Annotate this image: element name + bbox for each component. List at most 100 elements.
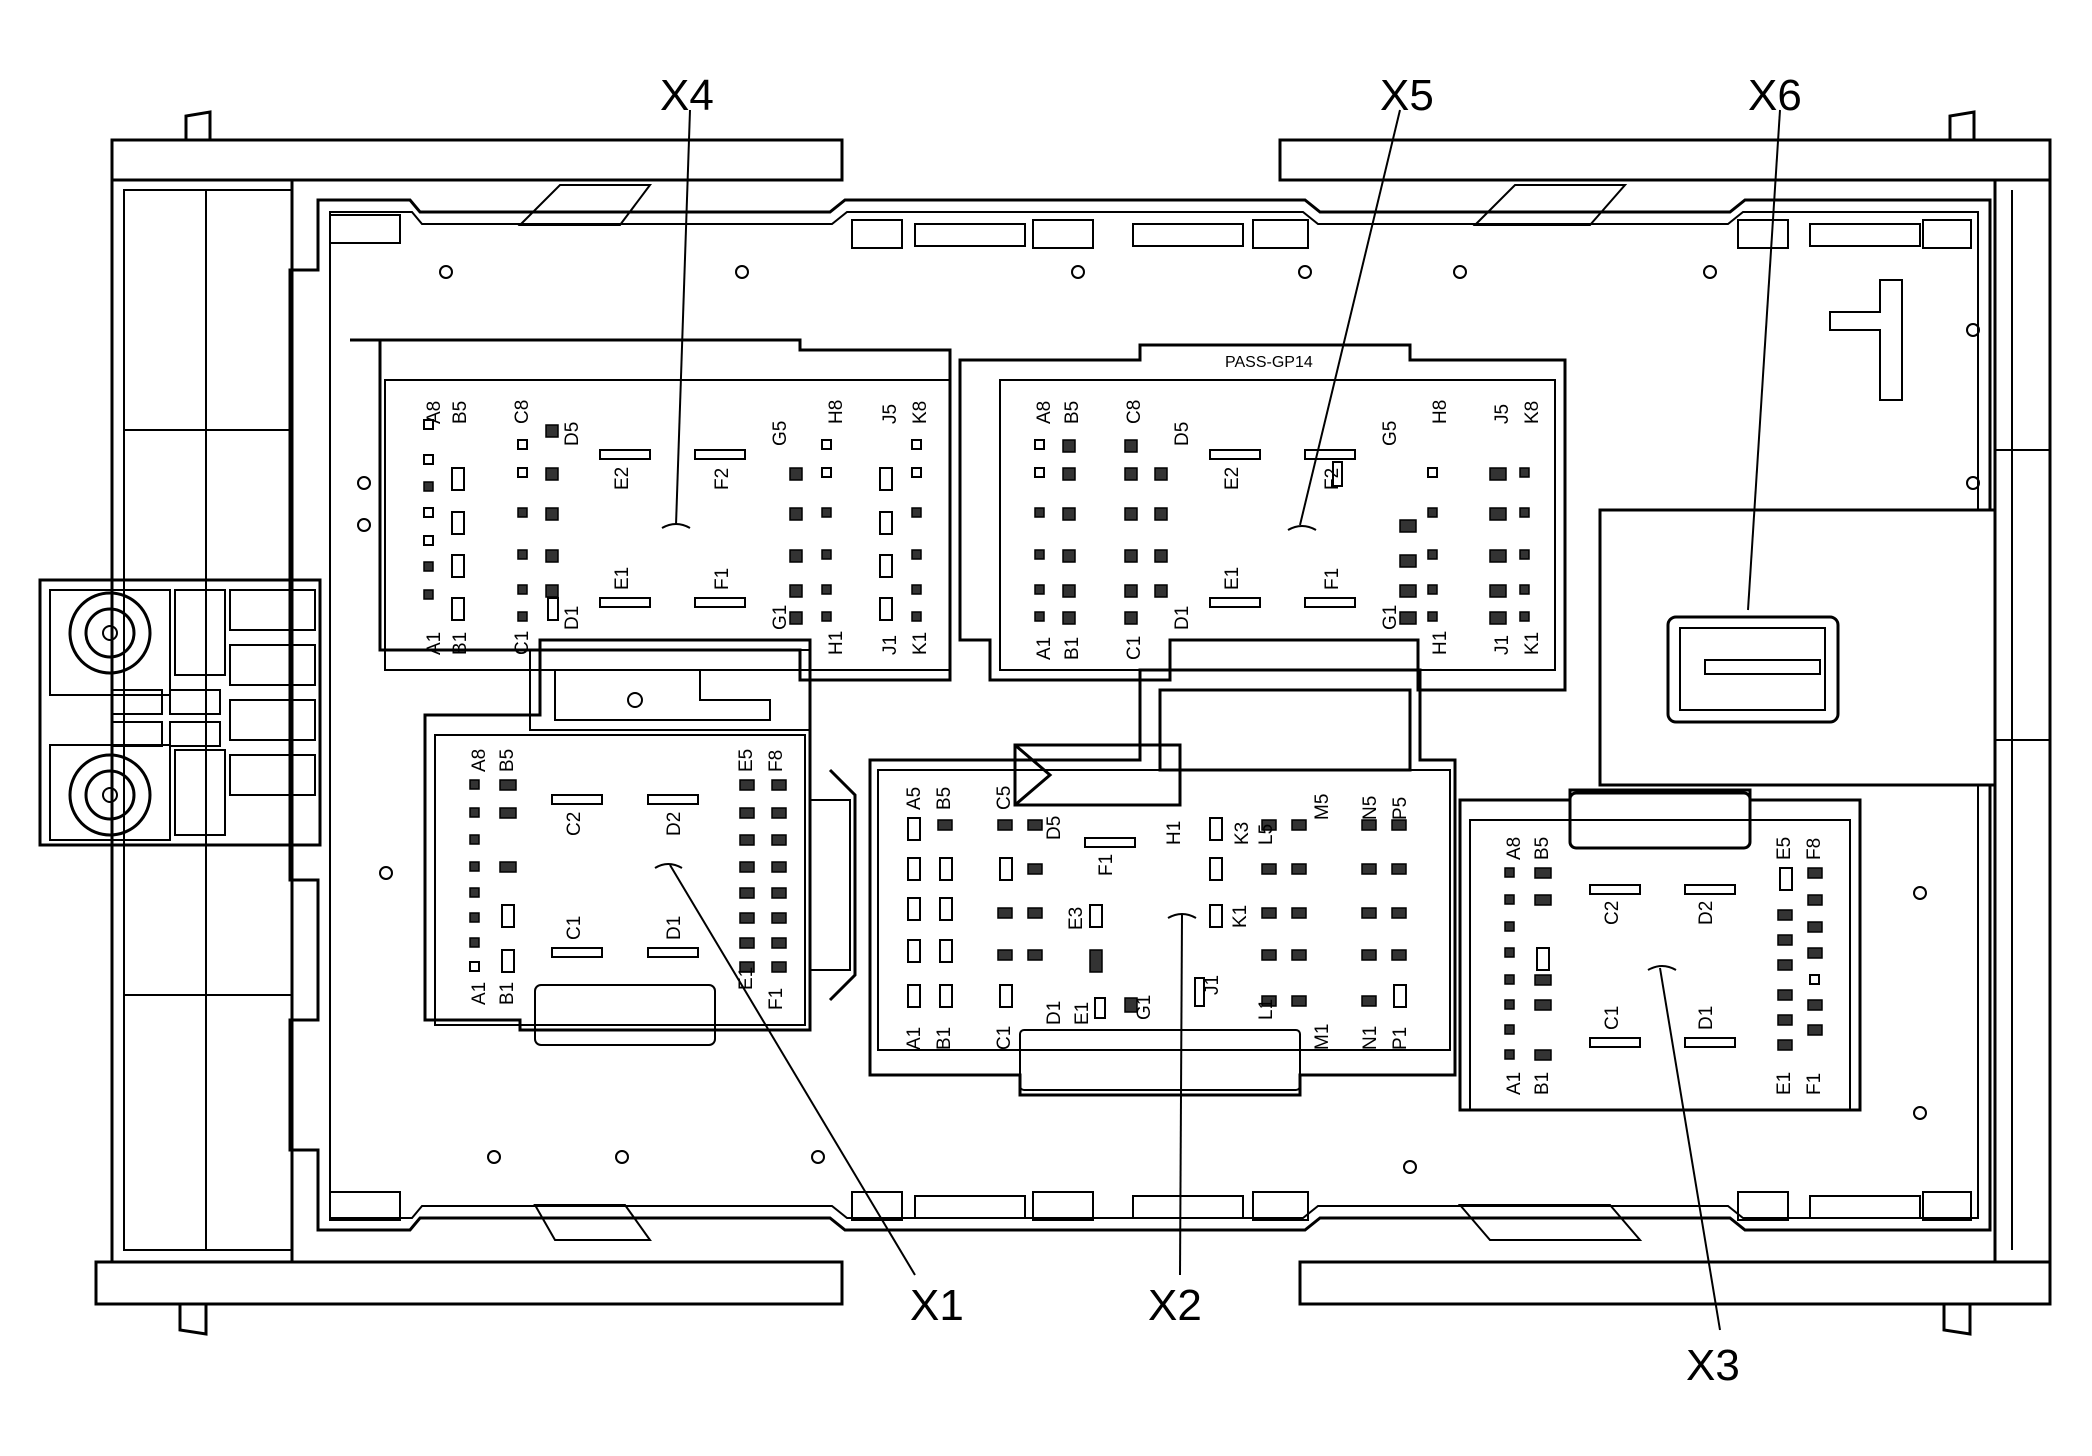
- x1-pin-b5: B5: [497, 749, 518, 772]
- x3-pin-c2: C2: [1602, 901, 1623, 925]
- x2-pin-k3: K3: [1232, 822, 1253, 845]
- callout-x2: X2: [1148, 1281, 1202, 1330]
- x1-pin-c1: C1: [564, 916, 585, 940]
- x5-pin-c1: C1: [1124, 636, 1145, 660]
- x3-pin-b5: B5: [1532, 837, 1553, 860]
- x2-pin-m5: M5: [1312, 794, 1333, 820]
- x1-pin-b1: B1: [497, 982, 518, 1005]
- main-plate: [288, 184, 1997, 1241]
- x5-pin-k8: K8: [1522, 401, 1543, 424]
- callout-x1: X1: [910, 1281, 964, 1330]
- connector-x5: A8 B5 C8 D5 E2 F2 G5 H8 J5 K8 A1 B1 C1 D…: [958, 343, 1567, 692]
- x3-pin-e1: E1: [1774, 1072, 1795, 1095]
- x4-pin-g1: G1: [770, 605, 791, 630]
- x1-pin-a1: A1: [469, 982, 490, 1005]
- block-housing: [94, 110, 2052, 1336]
- x3-pin-f8: F8: [1804, 838, 1825, 860]
- x4-pin-h1: H1: [826, 631, 847, 655]
- x2-pin-e3: E3: [1066, 907, 1087, 930]
- x4-pin-e2: E2: [612, 467, 633, 490]
- x4-pin-c1: C1: [512, 631, 533, 655]
- callout-x6: X6: [1748, 71, 1802, 120]
- x2-pin-g1: G1: [1134, 995, 1155, 1020]
- x3-pin-e5: E5: [1774, 837, 1795, 860]
- x5-pin-f1: F1: [1322, 568, 1343, 590]
- x5-pin-g5: G5: [1380, 421, 1401, 446]
- x2-pin-l1: L1: [1256, 999, 1277, 1020]
- x2-pin-n1: N1: [1360, 1026, 1381, 1050]
- x4-pin-a1: A1: [424, 632, 445, 655]
- x2-terminals: [907, 817, 1407, 1019]
- x4-pin-labels: A8 B5 C8 D5 E2 F2 G5 H8 J5 K8 A1 B1 C1 D…: [424, 400, 931, 655]
- x5-pin-f2: F2: [1322, 468, 1343, 490]
- x3-pin-d2: D2: [1696, 901, 1717, 925]
- x2-pin-b1: B1: [934, 1027, 955, 1050]
- x2-pin-f1: F1: [1096, 854, 1117, 876]
- x5-pin-d5: D5: [1172, 422, 1193, 446]
- x3-pin-a8: A8: [1504, 837, 1525, 860]
- x2-pin-c5: C5: [994, 786, 1015, 810]
- x4-pin-j5: J5: [880, 404, 901, 424]
- callouts: X4 X5 X6 X1 X2 X3: [660, 71, 1802, 1390]
- x5-pin-j5: J5: [1492, 404, 1513, 424]
- connector-x4: A8 B5 C8 D5 E2 F2 G5 H8 J5 K8 A1 B1 C1 D…: [350, 338, 952, 682]
- callout-x3: X3: [1686, 1341, 1740, 1390]
- x4-pin-h8: H8: [826, 400, 847, 424]
- x3-pin-d1: D1: [1696, 1006, 1717, 1030]
- x1-terminals: [469, 779, 787, 973]
- x2-pin-d5: D5: [1044, 816, 1065, 840]
- x1-pin-f8: F8: [766, 750, 787, 772]
- x4-pin-d1: D1: [562, 606, 583, 630]
- x2-pin-labels: A5 B5 C5 D5 H1 K3 L5 M5 N5 P5 F1 E3 K1 J…: [904, 786, 1411, 1050]
- x2-pin-j1: J1: [1202, 975, 1223, 995]
- x5-pin-k1: K1: [1522, 632, 1543, 655]
- x4-pin-a8: A8: [424, 401, 445, 424]
- x1-pin-c2: C2: [564, 812, 585, 836]
- x2-pin-l5: L5: [1256, 824, 1277, 845]
- x3-pin-c1: C1: [1602, 1006, 1623, 1030]
- x5-pin-d1: D1: [1172, 606, 1193, 630]
- x2-pin-n5: N5: [1360, 796, 1381, 820]
- x2-pin-e1: E1: [1072, 1002, 1093, 1025]
- x1-pin-d1: D1: [664, 916, 685, 940]
- x2-pin-p5: P5: [1390, 797, 1411, 820]
- x4-pin-j1: J1: [880, 635, 901, 655]
- x1-pin-a8: A8: [469, 749, 490, 772]
- x2-pin-d1: D1: [1044, 1001, 1065, 1025]
- x5-pin-c8: C8: [1124, 400, 1145, 424]
- x2-pin-h1: H1: [1164, 821, 1185, 845]
- x5-pin-b1: B1: [1062, 637, 1083, 660]
- x5-pin-h1: H1: [1430, 631, 1451, 655]
- x4-pin-f2: F2: [712, 468, 733, 490]
- x2-pin-m1: M1: [1312, 1024, 1333, 1050]
- leader-lines: [669, 109, 1781, 1331]
- x5-pin-g1: G1: [1380, 605, 1401, 630]
- x4-pin-b5: B5: [450, 401, 471, 424]
- x2-pin-c1: C1: [994, 1026, 1015, 1050]
- x3-terminals: [1504, 867, 1823, 1061]
- x2-pin-a5: A5: [904, 787, 925, 810]
- x5-pin-j1: J1: [1492, 635, 1513, 655]
- x2-pin-a1: A1: [904, 1027, 925, 1050]
- callout-x4: X4: [660, 71, 714, 120]
- x4-pin-k8: K8: [910, 401, 931, 424]
- x3-pin-f1: F1: [1804, 1073, 1825, 1095]
- x1-pin-f1: F1: [766, 988, 787, 1010]
- x4-pin-d5: D5: [562, 422, 583, 446]
- connector-x3: A8 B5 C2 D2 E5 F8 A1 B1 C1 D1 E1 F1: [1458, 788, 1862, 1112]
- x4-pin-b1: B1: [450, 632, 471, 655]
- x4-pin-k1: K1: [910, 632, 931, 655]
- x1-pin-e1: E1: [736, 967, 757, 990]
- x4-pin-c8: C8: [512, 400, 533, 424]
- x5-pin-a1: A1: [1034, 637, 1055, 660]
- connector-x1: A8 B5 C2 D2 E5 F8 A1 B1 C1 D1 E1 F1: [423, 638, 812, 1046]
- x4-pin-e1: E1: [612, 567, 633, 590]
- x5-pin-e2: E2: [1222, 467, 1243, 490]
- x2-pin-k1: K1: [1230, 905, 1251, 928]
- x3-pin-a1: A1: [1504, 1072, 1525, 1095]
- x4-pin-f1: F1: [712, 568, 733, 590]
- x2-pin-b5: B5: [934, 787, 955, 810]
- x5-terminals: [1034, 439, 1530, 625]
- x3-pin-b1: B1: [1532, 1072, 1553, 1095]
